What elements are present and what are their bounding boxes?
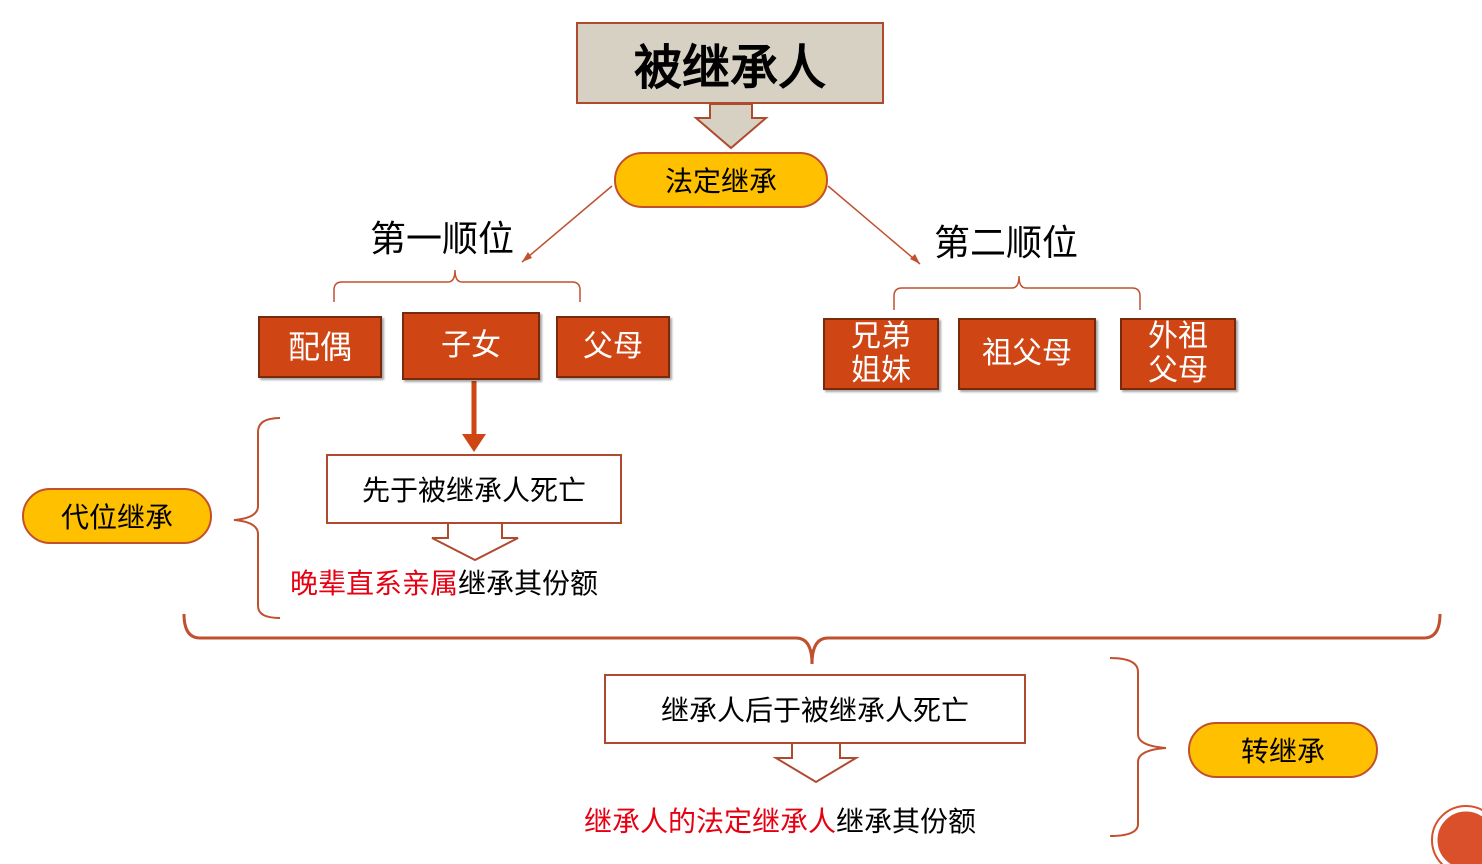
subrogation-hollow-arrow bbox=[431, 524, 519, 562]
heir-maternal-grandparents-box: 外祖 父母 bbox=[1120, 318, 1236, 390]
heir-parents-box: 父母 bbox=[556, 316, 670, 378]
transfer-label: 转继承 bbox=[1240, 735, 1325, 768]
transfer-pill: 转继承 bbox=[1188, 722, 1378, 778]
transfer-result-highlight: 继承人的法定继承人 bbox=[584, 805, 837, 838]
heir-spouse-label: 配偶 bbox=[287, 327, 352, 366]
heir-children-label: 子女 bbox=[441, 327, 501, 363]
arrow-to-first-order bbox=[521, 185, 613, 263]
decedent-title-box: 被继承人 bbox=[576, 22, 884, 104]
heir-siblings-label: 兄弟 姐妹 bbox=[851, 318, 911, 388]
decedent-title: 被继承人 bbox=[633, 40, 826, 96]
subrogation-result-highlight: 晚辈直系亲属 bbox=[290, 567, 459, 600]
transfer-result: 继承人的法定继承人继承其份额 bbox=[584, 800, 976, 840]
transfer-condition: 继承人后于被继承人死亡 bbox=[660, 694, 969, 727]
subrogation-brace bbox=[233, 417, 281, 619]
long-brace bbox=[182, 613, 1442, 665]
first-order-label: 第一顺位 bbox=[370, 219, 515, 260]
heir-parents-label: 父母 bbox=[583, 328, 643, 364]
subrogation-condition: 先于被继承人死亡 bbox=[361, 474, 586, 507]
subrogation-pill: 代位继承 bbox=[22, 488, 212, 544]
title-down-arrow bbox=[693, 103, 769, 150]
heir-grandparents-box: 祖父母 bbox=[958, 318, 1096, 390]
statutory-inheritance-pill: 法定继承 bbox=[614, 152, 828, 208]
first-order-brace bbox=[333, 269, 581, 302]
heir-siblings-box: 兄弟 姐妹 bbox=[823, 318, 939, 390]
corner-decoration bbox=[1434, 808, 1482, 864]
transfer-hollow-arrow bbox=[772, 744, 860, 784]
second-order-brace bbox=[893, 275, 1141, 310]
statutory-label: 法定继承 bbox=[664, 165, 777, 198]
subrogation-result-rest: 继承其份额 bbox=[458, 567, 599, 600]
heir-grandparents-label: 祖父母 bbox=[982, 335, 1072, 371]
transfer-result-rest: 继承其份额 bbox=[836, 805, 977, 838]
second-order-label: 第二顺位 bbox=[934, 223, 1079, 264]
heir-maternal-grandparents-label: 外祖 父母 bbox=[1148, 318, 1208, 388]
subrogation-label: 代位继承 bbox=[60, 501, 173, 534]
arrow-to-second-order bbox=[827, 185, 921, 265]
subrogation-condition-box: 先于被继承人死亡 bbox=[326, 454, 622, 524]
heir-children-box: 子女 bbox=[402, 312, 540, 380]
heir-spouse-box: 配偶 bbox=[258, 316, 382, 378]
transfer-condition-box: 继承人后于被继承人死亡 bbox=[604, 674, 1026, 744]
transfer-brace bbox=[1109, 657, 1167, 837]
subrogation-result: 晚辈直系亲属继承其份额 bbox=[290, 562, 598, 602]
